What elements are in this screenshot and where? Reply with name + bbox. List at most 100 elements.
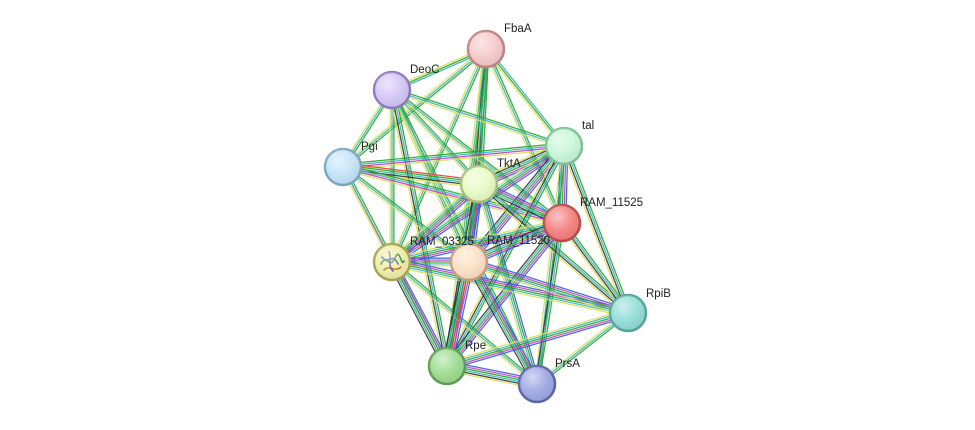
edge-evidence-line — [477, 184, 628, 315]
edge-evidence-line — [485, 48, 565, 147]
edge-ram-03325-rpe — [388, 259, 451, 369]
edge-evidence-line — [342, 142, 564, 165]
node-gloss — [468, 31, 504, 67]
edge-pgi-tal — [342, 142, 565, 171]
nodes-layer — [323, 29, 648, 404]
node-prsa[interactable] — [517, 364, 557, 404]
edge-evidence-line — [469, 259, 629, 312]
edge-evidence-line — [443, 220, 560, 365]
edge-deoc-tal — [391, 87, 565, 149]
node-gloss — [374, 72, 410, 108]
node-rpe[interactable] — [427, 346, 467, 386]
edge-evidence-line — [343, 49, 488, 169]
edge-evidence-line — [391, 222, 563, 263]
edge-evidence-line — [388, 90, 445, 367]
edge-evidence-line — [471, 259, 541, 383]
node-ram-11520[interactable] — [449, 242, 489, 282]
edge-evidence-line — [566, 144, 632, 313]
edge-evidence-line — [447, 314, 629, 369]
node-label-pgi: Pgi — [361, 141, 378, 153]
edge-evidence-line — [389, 180, 477, 260]
edge-evidence-line — [392, 260, 539, 384]
node-gloss — [451, 244, 487, 280]
edge-evidence-line — [465, 143, 562, 261]
node-fbaa[interactable] — [466, 29, 506, 69]
node-ram-11525[interactable] — [542, 203, 582, 243]
node-gloss — [610, 295, 646, 331]
edge-rpib-rpe — [445, 308, 630, 371]
edge-evidence-line — [446, 312, 629, 367]
edge-evidence-line — [467, 264, 628, 318]
edge-evidence-line — [392, 224, 563, 265]
node-gloss — [325, 149, 361, 185]
edge-evidence-line — [391, 91, 564, 149]
edge-evidence-line — [445, 145, 564, 366]
edge-evidence-line — [391, 261, 538, 385]
edge-evidence-line — [471, 49, 490, 263]
edge-evidence-line — [343, 164, 480, 183]
edge-evidence-line — [564, 145, 630, 313]
node-label-deoc: DeoC — [410, 64, 439, 76]
edge-evidence-line — [447, 146, 566, 367]
edge-evidence-line — [391, 265, 628, 318]
edge-evidence-line — [391, 89, 538, 385]
edge-evidence-line — [449, 224, 566, 369]
edge-evidence-line — [466, 262, 536, 386]
node-gloss — [461, 166, 497, 202]
edge-evidence-line — [393, 260, 450, 366]
edge-evidence-line — [447, 316, 630, 371]
edge-ram-03325-prsa — [390, 260, 539, 386]
edge-evidence-line — [343, 162, 480, 181]
edge-evidence-line — [468, 263, 628, 316]
edge-evidence-line — [390, 182, 479, 262]
node-ram-03325[interactable] — [372, 242, 412, 282]
node-label-tal: tal — [582, 120, 594, 132]
edge-evidence-line — [390, 90, 479, 186]
edge-evidence-line — [394, 259, 451, 365]
edge-evidence-line — [447, 223, 564, 368]
edge-evidence-line — [392, 184, 481, 264]
edge-evidence-line — [390, 262, 537, 386]
edge-evidence-line — [392, 87, 565, 145]
edge-tkta-rpib — [476, 181, 631, 316]
edge-evidence-line — [476, 185, 627, 316]
edge-evidence-line — [470, 260, 540, 384]
edge-evidence-line — [391, 261, 448, 367]
node-gloss — [544, 205, 580, 241]
node-gloss — [429, 348, 465, 384]
node-label-ram-11525: RAM_11525 — [580, 197, 643, 209]
edge-ram-11520-prsa — [465, 259, 541, 387]
edge-evidence-line — [391, 89, 565, 147]
edge-evidence-line — [537, 313, 630, 387]
node-pgi[interactable] — [323, 147, 363, 187]
edge-evidence-line — [342, 144, 564, 167]
edge-evidence-line — [560, 146, 626, 315]
edge-evidence-line — [468, 261, 538, 385]
edge-evidence-line — [342, 167, 562, 225]
edge-evidence-line — [448, 147, 568, 368]
edge-evidence-line — [391, 89, 480, 185]
edge-evidence-line — [446, 310, 628, 365]
edge-evidence-line — [536, 222, 563, 385]
edge-tal-rpib — [560, 144, 632, 315]
edge-evidence-line — [394, 186, 482, 266]
node-tkta[interactable] — [459, 164, 499, 204]
edge-evidence-line — [391, 263, 628, 316]
labels-layer: FbaA DeoC tal Pgi TktA RAM_11525 RAM_033… — [361, 23, 671, 370]
node-tal[interactable] — [544, 126, 584, 166]
node-rpib[interactable] — [608, 293, 648, 333]
edge-evidence-line — [388, 263, 445, 369]
edge-evidence-line — [486, 47, 566, 146]
node-label-rpib: RpiB — [646, 288, 671, 300]
edge-evidence-line — [479, 182, 630, 313]
node-label-ram-03325: RAM_03325 — [410, 236, 474, 248]
edge-evidence-line — [484, 49, 564, 148]
node-deoc[interactable] — [372, 70, 412, 110]
edge-evidence-line — [391, 218, 562, 259]
edge-evidence-line — [534, 222, 561, 384]
node-gloss — [546, 128, 582, 164]
edge-evidence-line — [485, 48, 563, 224]
edge-evidence-line — [343, 146, 565, 169]
edge-evidence-line — [445, 221, 562, 366]
edge-evidence-line — [391, 183, 480, 263]
